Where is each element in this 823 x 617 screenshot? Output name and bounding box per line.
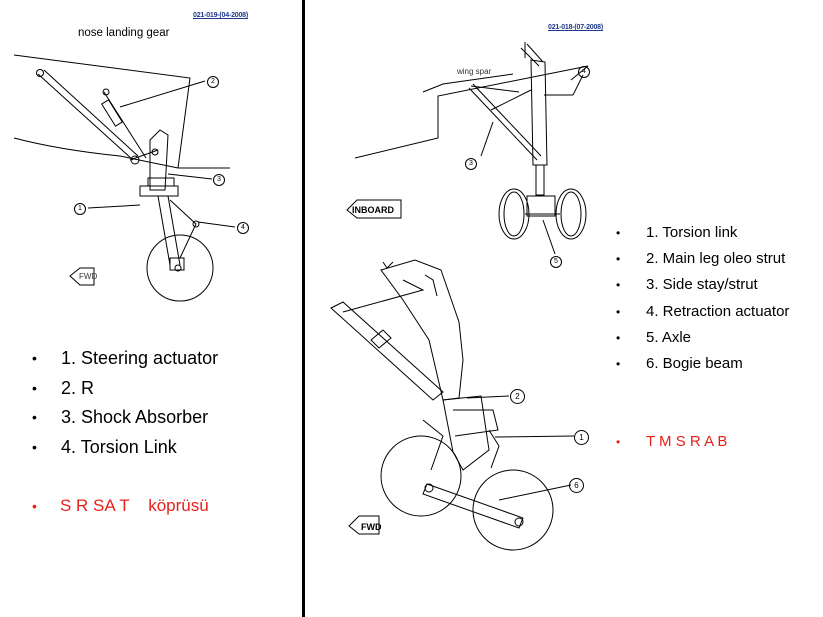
right-mnemonic-text: T M S R A B bbox=[646, 433, 728, 450]
right-callout-3: 3 bbox=[465, 158, 477, 170]
left-legend-item: 1. Steering actuator bbox=[32, 344, 218, 374]
main-gear-diagram bbox=[330, 42, 589, 551]
left-mnemonic: •S R SA T köprüsü bbox=[32, 496, 209, 515]
right-mnemonic: •T M S R A B bbox=[616, 433, 728, 450]
left-ref-code: 021-019-(04-2008) bbox=[193, 12, 248, 19]
right-callout-6: 6 bbox=[569, 478, 584, 493]
right-legend-item: 3. Side stay/strut bbox=[616, 272, 789, 298]
left-callout-1: 1 bbox=[74, 203, 86, 215]
left-callout-4: 4 bbox=[237, 222, 249, 234]
left-diagram-title: nose landing gear bbox=[78, 27, 170, 39]
right-callout-2: 2 bbox=[510, 389, 525, 404]
left-legend-list: 1. Steering actuator 2. R 3. Shock Absor… bbox=[32, 344, 218, 463]
left-mnemonic-text: S R SA T köprüsü bbox=[60, 496, 209, 515]
left-legend-item: 4. Torsion Link bbox=[32, 433, 218, 463]
left-fwd-label: FWD bbox=[79, 272, 98, 281]
right-callout-4: 4 bbox=[578, 66, 590, 78]
right-ref-code: 021-018-(07-2008) bbox=[548, 24, 603, 31]
right-legend-item: 2. Main leg oleo strut bbox=[616, 246, 789, 272]
right-fwd-label: FWD bbox=[361, 522, 382, 532]
right-legend-item: 1. Torsion link bbox=[616, 220, 789, 246]
right-callout-1: 1 bbox=[574, 430, 589, 445]
left-legend-item: 3. Shock Absorber bbox=[32, 403, 218, 433]
right-legend-item: 4. Retraction actuator bbox=[616, 299, 789, 325]
left-callout-3: 3 bbox=[213, 174, 225, 186]
right-legend-item: 6. Bogie beam bbox=[616, 351, 789, 377]
panel-divider bbox=[302, 0, 305, 617]
left-callout-2: 2 bbox=[207, 76, 219, 88]
right-legend-item: 5. Axle bbox=[616, 325, 789, 351]
right-legend-list: 1. Torsion link 2. Main leg oleo strut 3… bbox=[616, 220, 789, 377]
nose-gear-diagram bbox=[13, 54, 236, 302]
wing-spar-label: wing spar bbox=[457, 67, 492, 76]
right-callout-5: 5 bbox=[550, 256, 562, 268]
inboard-label: INBOARD bbox=[352, 205, 394, 215]
left-legend-item: 2. R bbox=[32, 374, 218, 404]
